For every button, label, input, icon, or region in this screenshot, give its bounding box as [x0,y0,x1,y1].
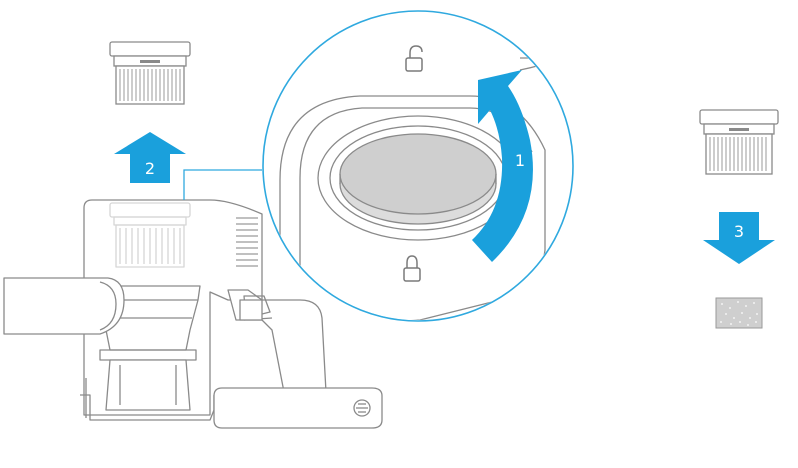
step-3-number: 3 [734,222,744,241]
vacuum-handheld [3,199,383,429]
down-arrow-step-3: 3 [703,212,775,264]
filter-slot-ghost [109,202,191,268]
zoom-detail-circle: 1 [262,10,574,322]
unlock-icon [405,45,423,72]
step-2-number: 2 [145,159,155,178]
callout-line [183,169,262,200]
up-arrow-step-2: 2 [114,132,186,183]
rotate-arrow-step-1: 1 [472,70,533,262]
filter-cartridge-top [109,41,191,105]
foam-filter-pad [715,297,763,329]
lock-icon [403,255,421,282]
filter-cartridge-right [699,109,779,175]
vent-grille [236,217,258,267]
step-1-number: 1 [515,151,525,170]
